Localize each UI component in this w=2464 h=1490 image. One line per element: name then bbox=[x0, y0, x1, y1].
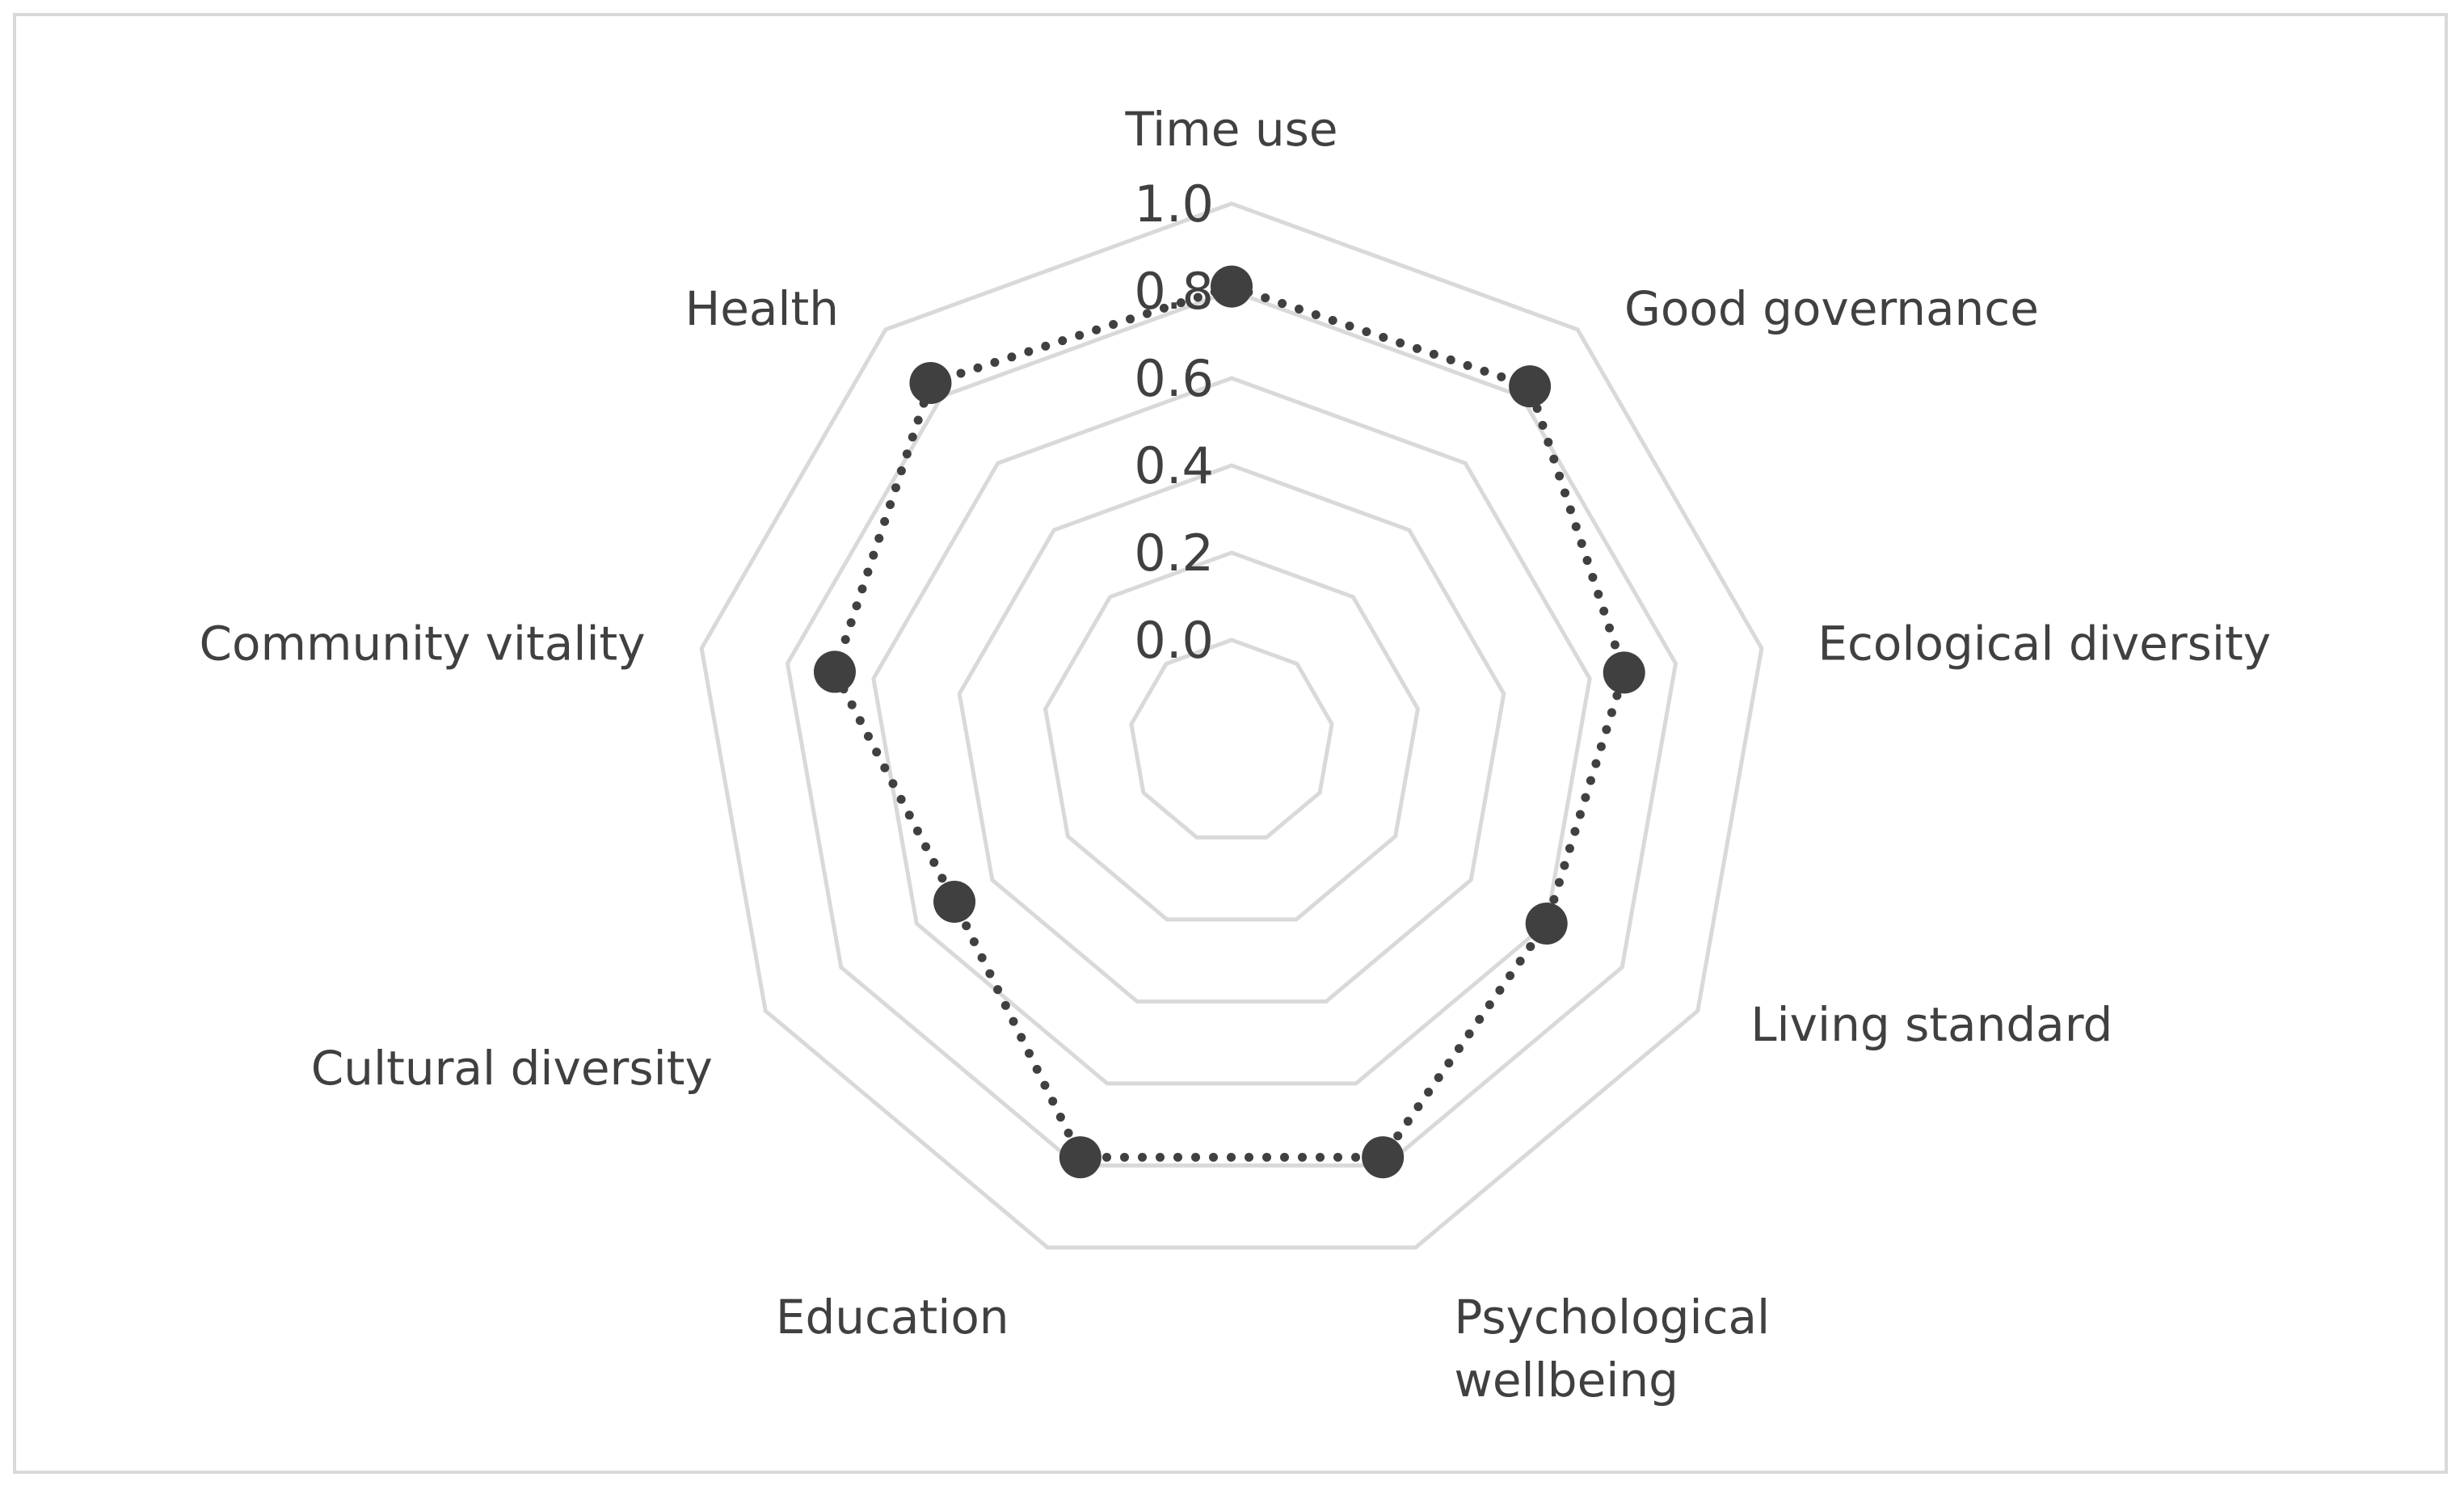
grid-ring-5 bbox=[699, 201, 1764, 1250]
data-point-7 bbox=[813, 650, 856, 693]
tick-label-2: 0.4 bbox=[1134, 436, 1214, 495]
series-line bbox=[830, 281, 1629, 1162]
axis-label-2: Ecological diversity bbox=[1817, 616, 2271, 671]
tick-label-5: 1.0 bbox=[1134, 175, 1214, 234]
data-point-6 bbox=[933, 881, 976, 923]
axis-label-1: Good governance bbox=[1624, 281, 2039, 336]
axis-label-0: Time use bbox=[1124, 102, 1337, 157]
grid-ring-4 bbox=[785, 288, 1678, 1168]
data-point-8 bbox=[909, 362, 952, 405]
grid-ring-2 bbox=[957, 463, 1506, 1004]
axis-label-6: Cultural diversity bbox=[311, 1041, 713, 1096]
axis-label-5: Education bbox=[776, 1290, 1009, 1345]
grid-ring-1 bbox=[1042, 550, 1421, 922]
tick-label-1: 0.2 bbox=[1134, 524, 1214, 583]
tick-label-3: 0.6 bbox=[1134, 349, 1214, 408]
data-point-1 bbox=[1509, 365, 1552, 408]
grid-ring-3 bbox=[871, 376, 1592, 1086]
data-point-4 bbox=[1362, 1136, 1405, 1179]
data-point-3 bbox=[1525, 903, 1568, 945]
data-point-0 bbox=[1211, 265, 1253, 308]
tick-label-0: 0.0 bbox=[1134, 611, 1214, 670]
chart-frame bbox=[13, 13, 2448, 1474]
axis-label-3: Living standard bbox=[1750, 997, 2112, 1052]
data-point-2 bbox=[1603, 651, 1645, 694]
grid-ring-0 bbox=[1129, 638, 1334, 840]
axis-label-8: Health bbox=[685, 281, 839, 336]
axis-label-7: Community vitality bbox=[199, 616, 645, 671]
data-point-5 bbox=[1059, 1136, 1101, 1179]
